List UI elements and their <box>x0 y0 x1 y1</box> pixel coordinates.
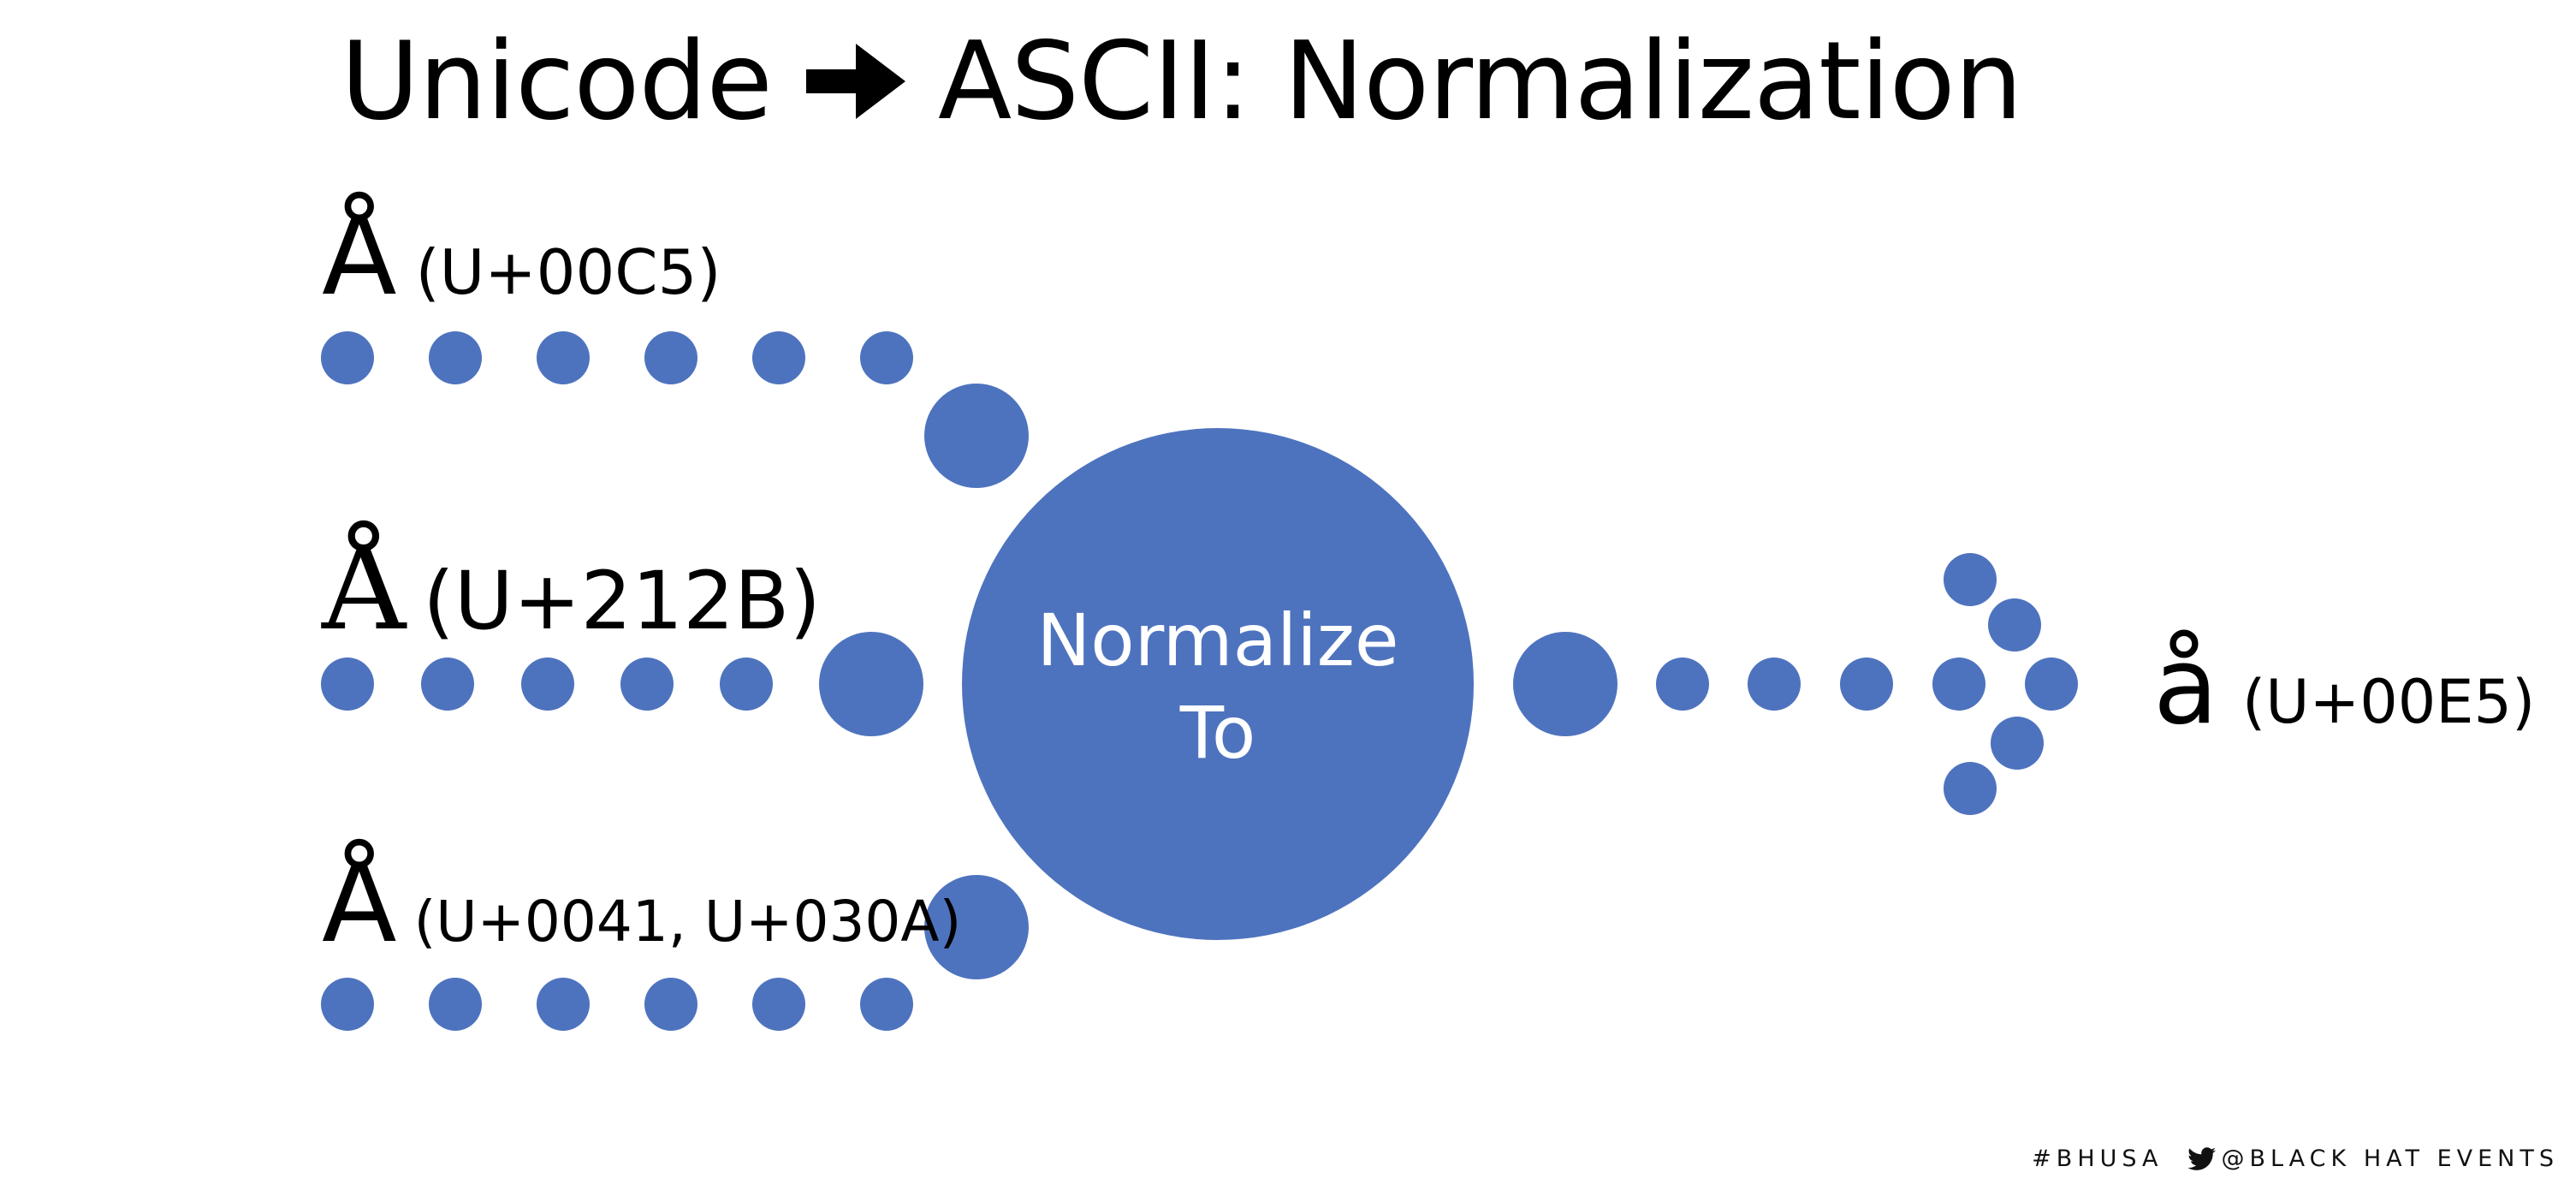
trail-dot <box>752 331 805 384</box>
top-dot-trail <box>321 331 1029 488</box>
trail-dot <box>321 331 374 384</box>
output-codepoint: (U+00E5) <box>2242 667 2536 737</box>
trail-dot-large <box>924 875 1029 979</box>
normalize-circle <box>962 428 1474 940</box>
trail-dot <box>1840 658 1893 711</box>
trail-dot <box>1748 658 1801 711</box>
trail-dot <box>1932 658 1985 711</box>
footer-hashtag: #BHUSA <box>2032 1145 2163 1172</box>
output-glyph: å <box>2153 625 2218 748</box>
twitter-bird-icon <box>2187 1146 2216 1170</box>
normalize-label-line1: Normalize <box>1036 598 1399 682</box>
title-right-text: ASCII: Normalization <box>937 18 2023 144</box>
arrowhead-dot <box>2025 658 2078 711</box>
trail-dot <box>321 978 374 1031</box>
bottom-dot-trail <box>321 875 1029 1031</box>
arrowhead-dot <box>1944 553 1997 606</box>
output-dot-trail <box>1513 632 1985 736</box>
trail-dot <box>429 978 482 1031</box>
trail-dot <box>860 978 913 1031</box>
trail-dot <box>1656 658 1709 711</box>
input-label-3: Å (U+0041, U+030A) <box>322 849 961 959</box>
input-glyph: Å <box>322 840 397 967</box>
trail-dot <box>537 978 590 1031</box>
trail-dot <box>521 658 574 711</box>
input-label-1: Å (U+00C5) <box>322 202 721 312</box>
trail-dot <box>620 658 674 711</box>
arrowhead-dot <box>1991 717 2044 770</box>
trail-dot <box>537 331 590 384</box>
trail-dot-large <box>819 632 923 736</box>
trail-dot-large <box>924 384 1029 488</box>
arrowhead-dot <box>1944 762 1997 815</box>
title-left-text: Unicode <box>341 18 773 144</box>
footer-handle: @BLACK HAT EVENTS <box>2221 1145 2559 1172</box>
dotted-arrowhead-icon <box>1944 553 2078 815</box>
bold-right-arrow-icon <box>805 44 905 119</box>
input-codepoint: (U+212B) <box>423 555 822 648</box>
trail-dot <box>644 978 697 1031</box>
input-glyph: Å <box>322 521 407 657</box>
normalize-label: Normalize To <box>962 594 1474 779</box>
trail-dot <box>429 331 482 384</box>
input-codepoint: (U+0041, U+030A) <box>413 889 962 955</box>
trail-dot <box>421 658 474 711</box>
normalize-label-line2: To <box>1179 691 1256 775</box>
trail-dot-large <box>1513 632 1617 736</box>
output-label: å (U+00E5) <box>2153 634 2535 740</box>
trail-dot <box>752 978 805 1031</box>
arrowhead-dot <box>1988 598 2041 652</box>
input-glyph: Å <box>322 193 397 320</box>
trail-dot <box>720 658 773 711</box>
slide-title: Unicode ASCII: Normalization <box>341 17 2023 146</box>
input-label-2: Å (U+212B) <box>322 531 821 647</box>
footer-branding: #BHUSA @BLACK HAT EVENTS <box>2032 1145 2559 1172</box>
middle-dot-trail <box>321 632 923 736</box>
trail-dot <box>860 331 913 384</box>
trail-dot <box>644 331 697 384</box>
input-codepoint: (U+00C5) <box>415 236 721 308</box>
trail-dot <box>321 658 374 711</box>
